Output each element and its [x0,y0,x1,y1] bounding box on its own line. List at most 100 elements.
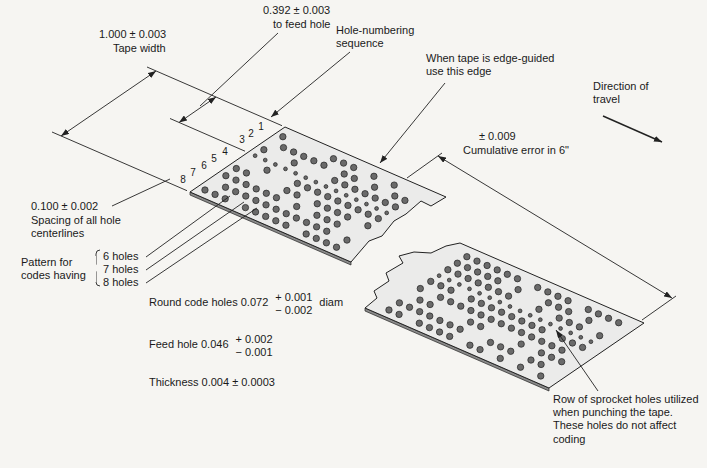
code-hole [345,202,351,208]
hole-number: 8 [180,175,186,185]
code-hole [290,149,296,155]
code-hole [283,210,289,216]
code-hole [303,219,309,225]
code-hole [253,186,259,192]
code-hole [243,170,249,176]
feed-hole [263,158,267,162]
hole-number: 5 [211,154,217,164]
feed-hole [559,327,563,331]
code-hole [392,204,398,210]
code-hole [535,284,541,290]
code-hole [416,320,422,326]
code-hole [392,193,398,199]
code-hole [498,309,504,315]
hole-number: 4 [222,147,228,157]
extension-line [642,296,676,320]
paper-tape [365,243,644,388]
code-hole [233,177,239,183]
code-hole [313,224,319,230]
feed-hole [273,163,277,167]
extension-line [407,153,442,178]
feed-hole [385,211,389,215]
code-hole [455,271,461,277]
code-hole [342,182,348,188]
callout-note: When tape is edge-guided use this edge [425,52,565,78]
leader-line [146,202,244,270]
feed-hole [589,340,593,344]
code-hole [232,188,238,194]
leader-line [380,83,445,163]
code-hole [497,344,503,350]
callout-note: Pattern for codes having [20,256,96,282]
feed-hole [468,287,472,291]
code-hole [396,311,402,317]
callout-note: Hole-numbering sequence [335,24,419,50]
code-hole [344,214,350,220]
code-hole [332,177,338,183]
code-hole [556,315,562,321]
code-hole [515,286,521,292]
tolerance: − 0.001 [235,346,274,359]
leader-line [146,196,230,257]
code-hole [323,240,329,246]
code-hole [402,197,408,203]
feed-hole [447,278,451,282]
leader-line [200,33,278,106]
code-hole [478,300,484,306]
code-hole [518,329,524,335]
code-hole [261,147,267,153]
code-hole [485,284,491,290]
code-hole [538,350,544,356]
code-hole [545,300,551,306]
dimension-note: Spacing of all hole centerlines [30,214,124,240]
code-hole [311,158,317,164]
code-hole [517,364,523,370]
hole-number: 1 [258,122,264,132]
feed-hole [344,193,348,197]
leader-line [271,52,350,117]
code-hole [280,134,286,140]
code-hole [273,206,279,212]
code-hole [458,303,464,309]
code-hole [519,318,525,324]
code-hole [313,235,319,241]
code-hole [615,320,621,326]
code-hole [280,144,286,150]
feed-hole [457,283,461,287]
code-hole [352,186,358,192]
code-hole [321,162,327,168]
callout-note: 7 holes [102,263,139,276]
code-hole [314,189,320,195]
code-hole [484,262,490,268]
code-hole [362,191,368,197]
extension-line [147,67,282,126]
code-hole [335,198,341,204]
code-hole [243,193,249,199]
code-hole [294,180,300,186]
leader-line [112,179,170,206]
code-hole [314,212,320,218]
code-hole [549,343,555,349]
code-hole [371,173,377,179]
leader-line [556,330,598,391]
code-hole [468,307,474,313]
code-hole [341,171,347,177]
code-hole [263,190,269,196]
code-hole [536,306,542,312]
code-hole [474,258,480,264]
code-hole [497,355,503,361]
feed-hole [518,309,522,313]
code-hole [416,308,422,314]
code-hole [330,156,336,162]
code-hole [375,215,381,221]
code-hole [467,319,473,325]
code-hole [478,312,484,318]
feed-hole [478,291,482,295]
paper-tape [190,127,446,262]
code-hole [447,299,453,305]
code-hole [340,160,346,166]
code-hole [294,203,300,209]
code-hole [365,223,371,229]
hole-number: 7 [190,168,196,178]
feed-hole [528,313,532,317]
